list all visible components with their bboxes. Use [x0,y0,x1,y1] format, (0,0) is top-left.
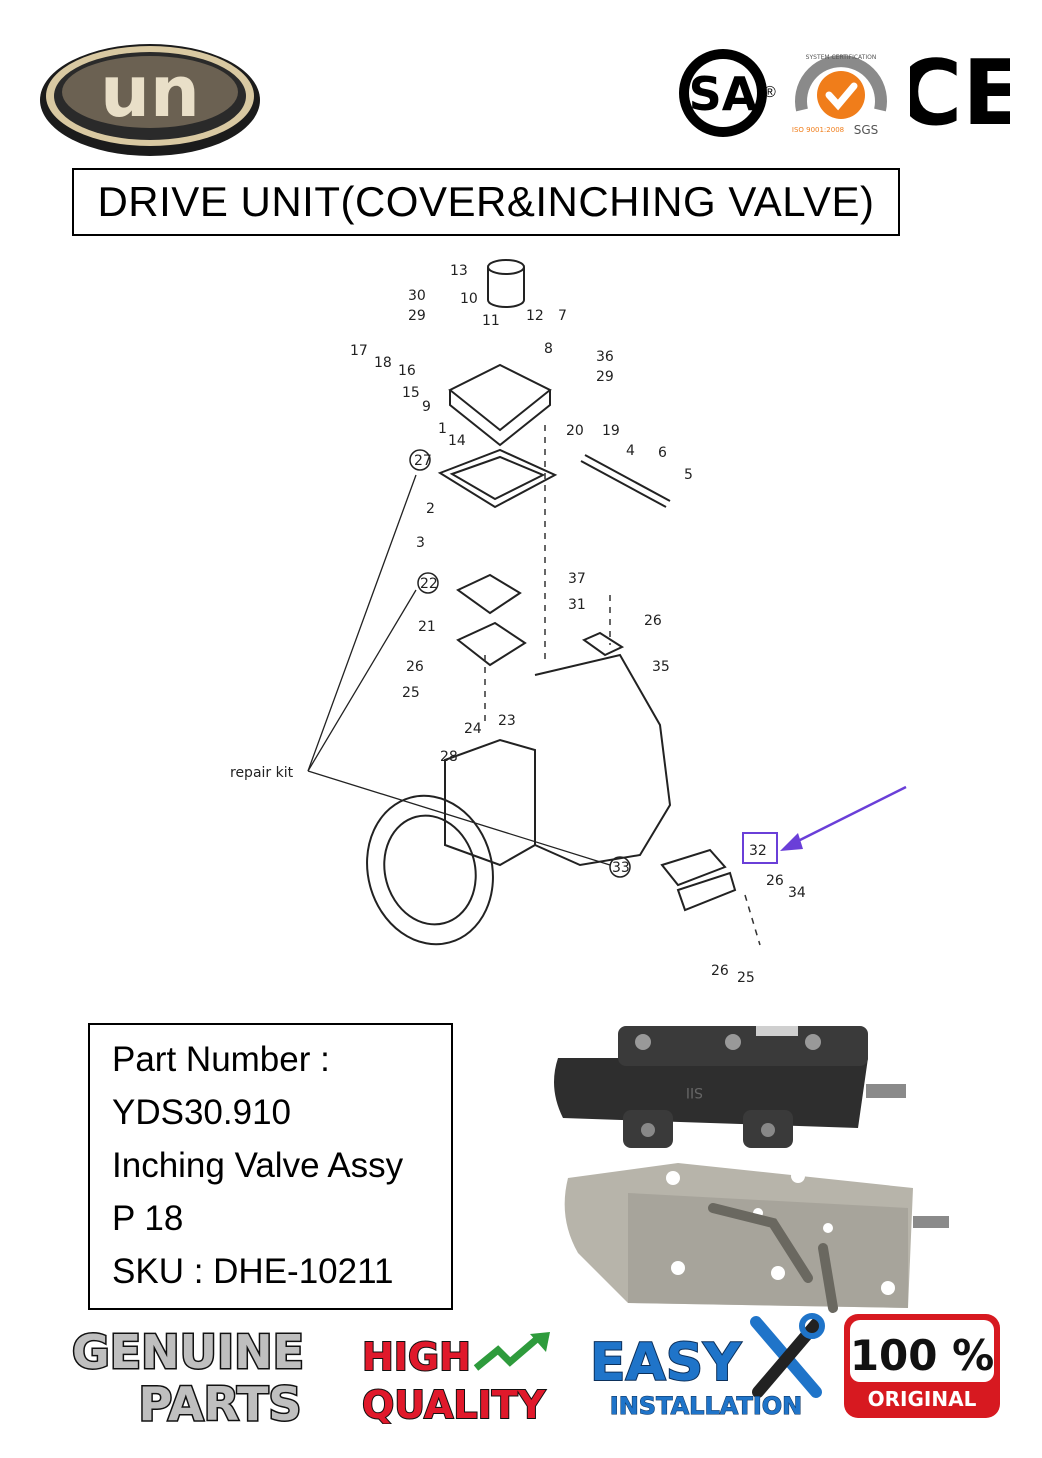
part-label: 24 [464,721,482,737]
registered-mark: ® [764,84,776,101]
part-label: 18 [374,355,392,371]
repair-kit-label: repair kit [230,765,294,781]
easy-line1: EASY [590,1333,742,1393]
part-description: Inching Valve Assy [112,1146,404,1185]
part-label: 20 [566,423,584,439]
part-label: 26 [766,873,784,889]
part-label: 12 [526,308,544,324]
part-label: 35 [652,659,670,675]
pointer-arrow-icon [780,785,907,851]
part-label: 26 [711,963,729,979]
csa-certification-icon: SA [679,49,767,137]
part-label: 33 [612,860,630,876]
sgs-ring-text: SYSTEM CERTIFICATION [806,54,877,61]
part-label: 5 [684,467,693,483]
brand-logo: un [40,44,260,156]
part-label: 4 [626,443,635,459]
part-label: 8 [544,341,553,357]
part-label: 10 [460,291,478,307]
genuine-line1: GENUINE [72,1325,304,1379]
part-label: 2 [426,501,435,517]
part-label: 9 [422,399,431,415]
part-label: 25 [737,970,755,986]
part-label: 23 [498,713,516,729]
sgs-certification-icon: SYSTEM CERTIFICATION ISO 9001:2008 SGS [792,54,887,137]
sgs-label: SGS [854,123,879,137]
part-label: 26 [406,659,424,675]
page-reference: P 18 [112,1199,184,1238]
part-label: 22 [420,576,438,592]
part-label: 21 [418,619,436,635]
quality-line1: HIGH [362,1335,471,1379]
logo-text: un [100,51,200,133]
part-info-box: Part Number : YDS30.910 Inching Valve As… [88,1023,453,1310]
quality-line2: QUALITY [362,1383,546,1424]
easy-line2: INSTALLATION [610,1392,802,1420]
part-label: 25 [402,685,420,701]
page-title: DRIVE UNIT(COVER&INCHING VALVE) [72,168,900,236]
part-number-label: Part Number : [112,1040,330,1079]
casting-mark: SII [686,1084,703,1100]
easy-installation-badge: EASY INSTALLATION [589,1313,825,1421]
sku: SKU : DHE-10211 [112,1252,394,1291]
exploded-parts-diagram: 13 30 10 29 11 12 7 17 18 16 8 36 29 15 … [230,259,907,986]
part-label: 28 [440,749,458,765]
part-label: 29 [596,369,614,385]
highlighted-part-label: 32 [749,843,767,859]
tools-icon [750,1313,825,1398]
part-number-value: YDS30.910 [112,1093,292,1132]
part-label: 19 [602,423,620,439]
part-label: 30 [408,288,426,304]
part-label: 36 [596,349,614,365]
original-line2: ORIGINAL [868,1387,977,1411]
ce-mark-icon: CE [910,44,1010,136]
part-label: 11 [482,313,500,329]
part-label: 16 [398,363,416,379]
ce-text: CE [910,44,1010,136]
original-line1: 100 % [850,1331,994,1380]
csa-text: SA [689,67,758,121]
sgs-iso-text: ISO 9001:2008 [792,126,844,134]
part-label: 26 [644,613,662,629]
growth-arrow-icon [473,1335,541,1371]
part-label: 13 [450,263,468,279]
genuine-line2: PARTS [139,1377,302,1430]
part-label: 6 [658,445,667,461]
part-label: 31 [568,597,586,613]
original-badge: 100 % ORIGINAL [844,1314,1000,1418]
part-label: 3 [416,535,425,551]
part-label: 34 [788,885,806,901]
part-label: 29 [408,308,426,324]
part-label: 17 [350,343,368,359]
part-label: 7 [558,308,567,324]
high-quality-badge: HIGH QUALITY [361,1332,550,1424]
part-label: 14 [448,433,466,449]
part-label: 27 [414,453,432,469]
highlight-box [742,832,778,864]
product-photo: SII [554,1026,949,1313]
part-label: 15 [402,385,420,401]
genuine-parts-badge: GENUINE PARTS [70,1324,305,1431]
part-label: 1 [438,421,447,437]
part-label: 37 [568,571,586,587]
